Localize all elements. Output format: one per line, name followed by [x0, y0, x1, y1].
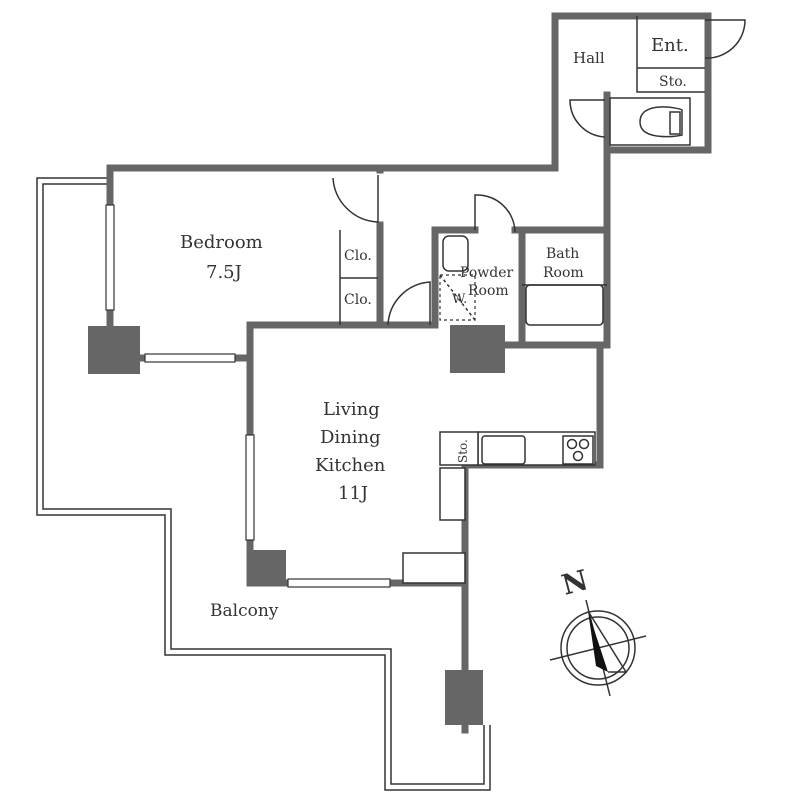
entrance-label: Ent.: [651, 35, 689, 56]
closets: [339, 230, 378, 325]
compass-icon: [549, 599, 647, 697]
entrance-storage-label: Sto.: [659, 74, 687, 90]
living-window-south[interactable]: [287, 578, 391, 588]
powder-room-fixtures: [439, 235, 476, 321]
pillar: [450, 325, 505, 373]
living-window-west[interactable]: [245, 434, 255, 541]
pillar: [445, 670, 483, 725]
bedroom-window-south[interactable]: [144, 353, 236, 363]
kitchen-counter: [402, 431, 596, 584]
pillar: [248, 550, 286, 585]
ldk-label: Living: [323, 399, 380, 420]
powder-room-label: Powder: [460, 265, 514, 281]
hall-label: Hall: [573, 49, 605, 67]
pillar: [88, 326, 140, 374]
bath-label: Room: [543, 265, 584, 281]
bedroom-size: 7.5J: [206, 262, 242, 283]
bedroom-label: Bedroom: [180, 232, 263, 253]
kitchen-storage-label: Sto.: [456, 439, 470, 463]
bedroom-window-west[interactable]: [105, 204, 115, 311]
compass-north-label: N: [558, 563, 591, 601]
doors[interactable]: [332, 19, 746, 326]
balcony-label: Balcony: [210, 601, 279, 621]
closet-label: Clo.: [344, 248, 372, 264]
entrance-area: [609, 16, 705, 146]
walls: [106, 12, 712, 734]
powder-room-label: Room: [468, 283, 509, 299]
washer-label: W.: [452, 292, 467, 307]
ldk-label: Kitchen: [315, 455, 386, 476]
balcony-outline: [36, 177, 491, 791]
closet-label: Clo.: [344, 292, 372, 308]
ldk-size: 11J: [338, 483, 368, 504]
ldk-label: Dining: [320, 427, 381, 448]
bath-label: Bath: [546, 246, 579, 262]
bathtub: [525, 284, 604, 326]
